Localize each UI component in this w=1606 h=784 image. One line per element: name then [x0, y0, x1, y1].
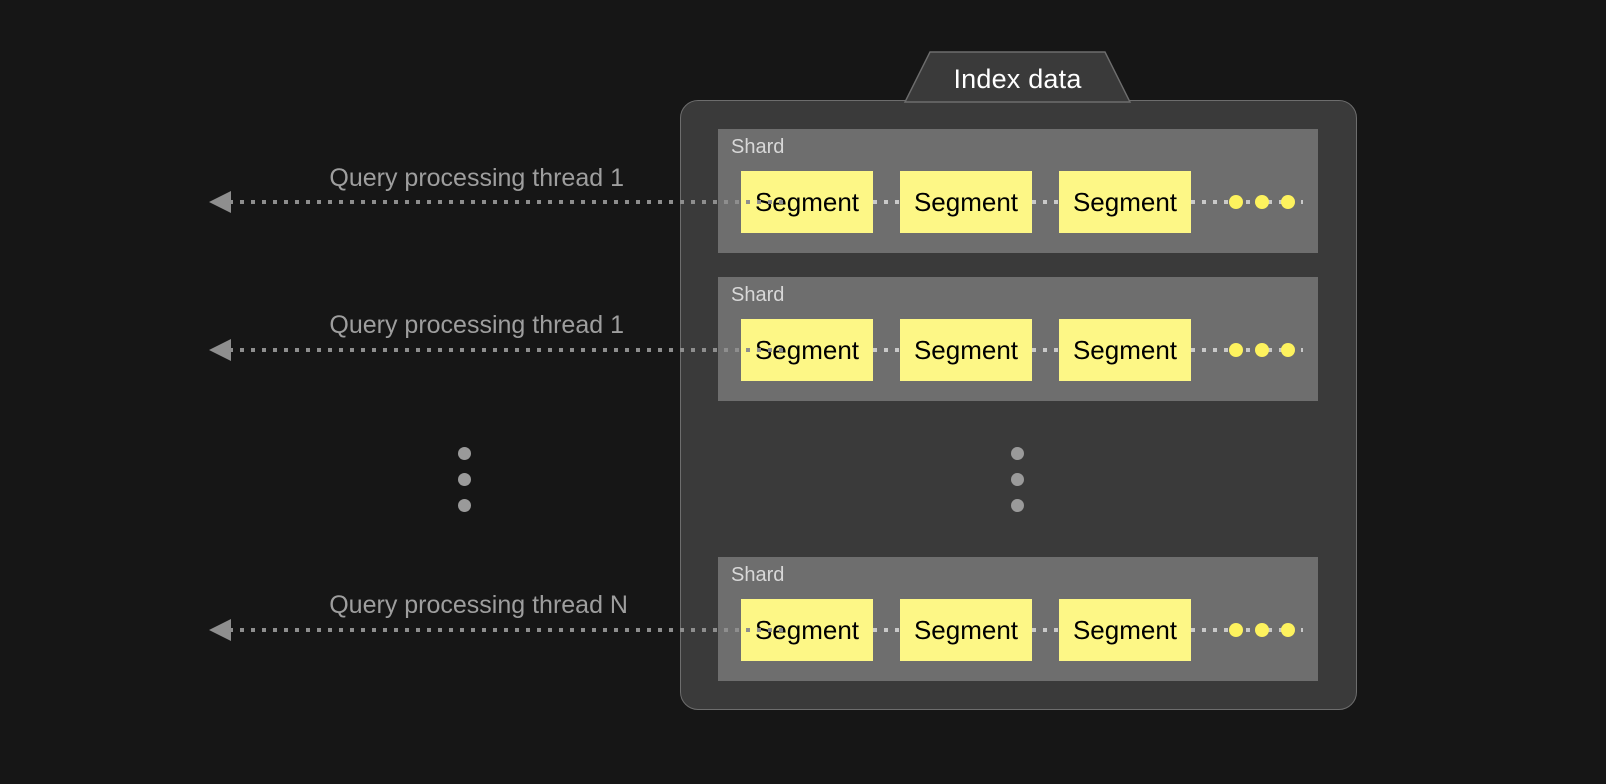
thread-n-arrow-icon	[209, 619, 231, 641]
shard-2-more-dot-3	[1281, 343, 1295, 357]
shard-n-connector-2	[1032, 628, 1059, 632]
shard-1-segment-1: Segment	[741, 171, 873, 233]
shard-2-connector-1	[873, 348, 900, 352]
thread-1-line	[229, 200, 789, 204]
thread-2-arrow-icon	[209, 339, 231, 361]
shard-2-connector-3	[1191, 348, 1303, 352]
threads-ellipsis-dot-1	[458, 447, 471, 460]
shard-2-segment-2: Segment	[900, 319, 1032, 381]
shard-n-segment-2: Segment	[900, 599, 1032, 661]
thread-1-label: Query processing thread 1	[329, 164, 624, 192]
shard-1-connector-2	[1032, 200, 1059, 204]
shard-2-label: Shard	[731, 284, 785, 306]
shard-2-segment-3: Segment	[1059, 319, 1191, 381]
panel-ellipsis-dot-1	[1011, 447, 1024, 460]
shard-n-segment-3: Segment	[1059, 599, 1191, 661]
shard-1-label: Shard	[731, 136, 785, 158]
shard-n-connector-1	[873, 628, 900, 632]
tab-shape-icon	[903, 51, 1132, 103]
shard-1-segment-3: Segment	[1059, 171, 1191, 233]
shard-n: Shard Segment Segment Segment	[718, 557, 1318, 681]
index-data-tab-label: Index data	[953, 63, 1082, 94]
shard-1-segment-2: Segment	[900, 171, 1032, 233]
shard-2-more-dot-1	[1229, 343, 1243, 357]
threads-vertical-ellipsis	[458, 447, 471, 512]
shard-n-label: Shard	[731, 564, 785, 586]
shard-n-more-dot-2	[1255, 623, 1269, 637]
index-data-tab: Index data	[900, 51, 1135, 103]
shard-n-more-dot-3	[1281, 623, 1295, 637]
shard-n-connector-3	[1191, 628, 1303, 632]
threads-ellipsis-dot-3	[458, 499, 471, 512]
thread-1-arrow-icon	[209, 191, 231, 213]
shard-2-more-dot-2	[1255, 343, 1269, 357]
shard-n-more-dot-1	[1229, 623, 1243, 637]
shard-1-connector-3	[1191, 200, 1303, 204]
thread-2-label: Query processing thread 1	[329, 311, 624, 339]
panel-ellipsis-dot-2	[1011, 473, 1024, 486]
shard-1-connector-1	[873, 200, 900, 204]
shard-1-more-dot-3	[1281, 195, 1295, 209]
shard-1: Shard Segment Segment Segment	[718, 129, 1318, 253]
shard-1-more-dot-2	[1255, 195, 1269, 209]
shard-1-more-dot-1	[1229, 195, 1243, 209]
panel-vertical-ellipsis	[1011, 447, 1024, 512]
shard-2-connector-2	[1032, 348, 1059, 352]
thread-n-line	[229, 628, 789, 632]
shard-2: Shard Segment Segment Segment	[718, 277, 1318, 401]
thread-n-label: Query processing thread N	[329, 591, 628, 619]
threads-ellipsis-dot-2	[458, 473, 471, 486]
thread-2-line	[229, 348, 789, 352]
panel-ellipsis-dot-3	[1011, 499, 1024, 512]
